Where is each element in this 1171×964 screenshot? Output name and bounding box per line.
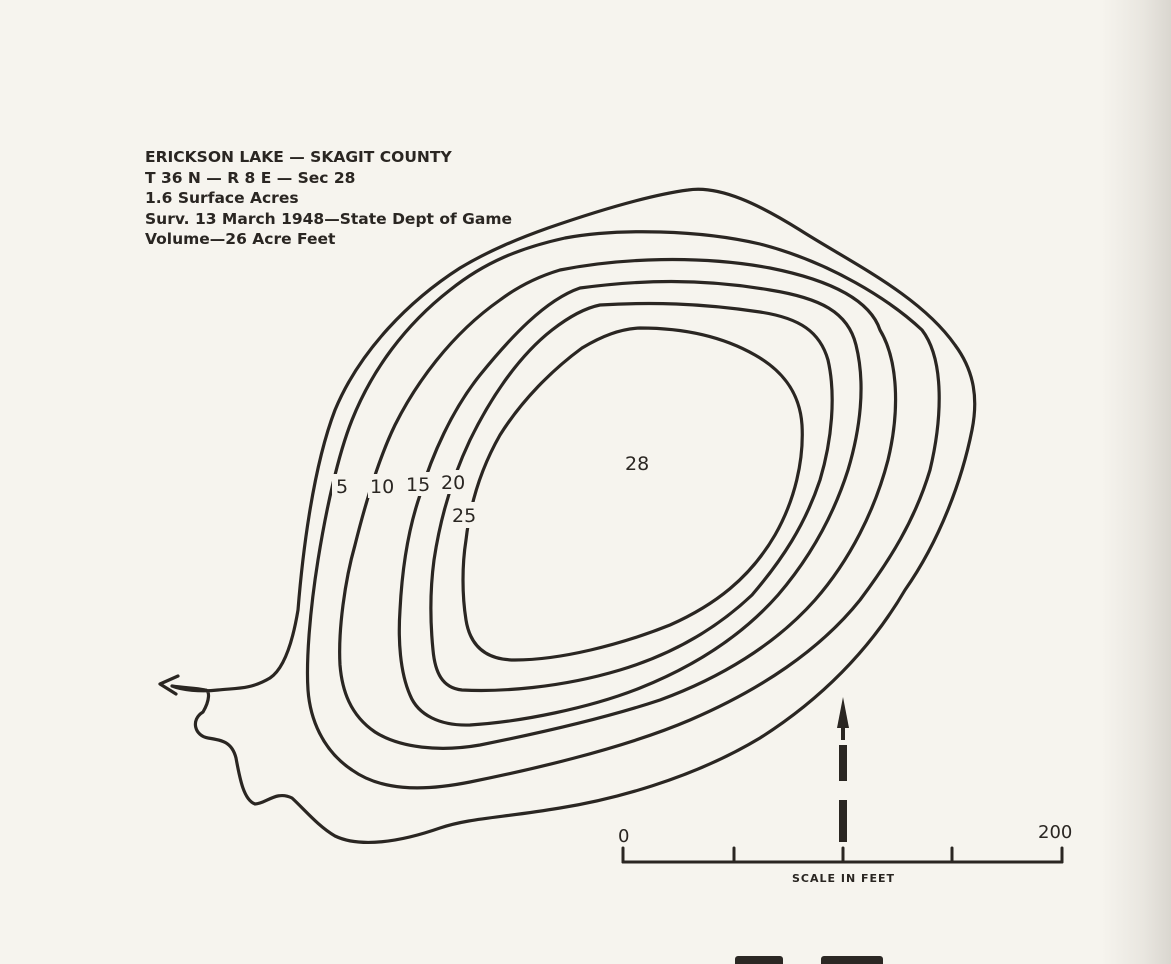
north-arrow-head: [837, 697, 849, 728]
contour-25ft: [461, 326, 804, 662]
scale-caption: SCALE IN FEET: [792, 872, 895, 885]
title-township-range: T 36 N — R 8 E — Sec 28: [145, 168, 356, 187]
page-bottom-marks: [735, 956, 885, 964]
contour-10ft: [338, 257, 898, 750]
page-edge-shadow: [1101, 0, 1171, 964]
depth-label-25: 25: [452, 505, 476, 527]
depth-label-20: 20: [441, 472, 465, 494]
scale-bar: [621, 846, 1064, 864]
outlet-arrow: [158, 674, 180, 696]
map-title-block: ERICKSON LAKE — SKAGIT COUNTY T 36 N — R…: [145, 147, 512, 250]
contour-20ft: [429, 301, 834, 693]
shoreline-contour: [170, 187, 977, 845]
north-label: N: [836, 780, 849, 799]
contour-5ft: [305, 230, 941, 790]
scale-start-label: 0: [618, 826, 629, 847]
max-depth-label: 28: [625, 453, 649, 475]
north-arrow: N: [836, 697, 849, 842]
title-surface-acres: 1.6 Surface Acres: [145, 189, 299, 207]
depth-label-15: 15: [406, 474, 430, 496]
scale-end-label: 200: [1038, 822, 1072, 843]
title-survey-date: Surv. 13 March 1948—State Dept of Game: [145, 209, 512, 228]
depth-label-5: 5: [336, 476, 348, 498]
title-volume: Volume—26 Acre Feet: [145, 230, 336, 248]
title-lake-county: ERICKSON LAKE — SKAGIT COUNTY: [145, 148, 452, 166]
depth-label-10: 10: [370, 476, 394, 498]
